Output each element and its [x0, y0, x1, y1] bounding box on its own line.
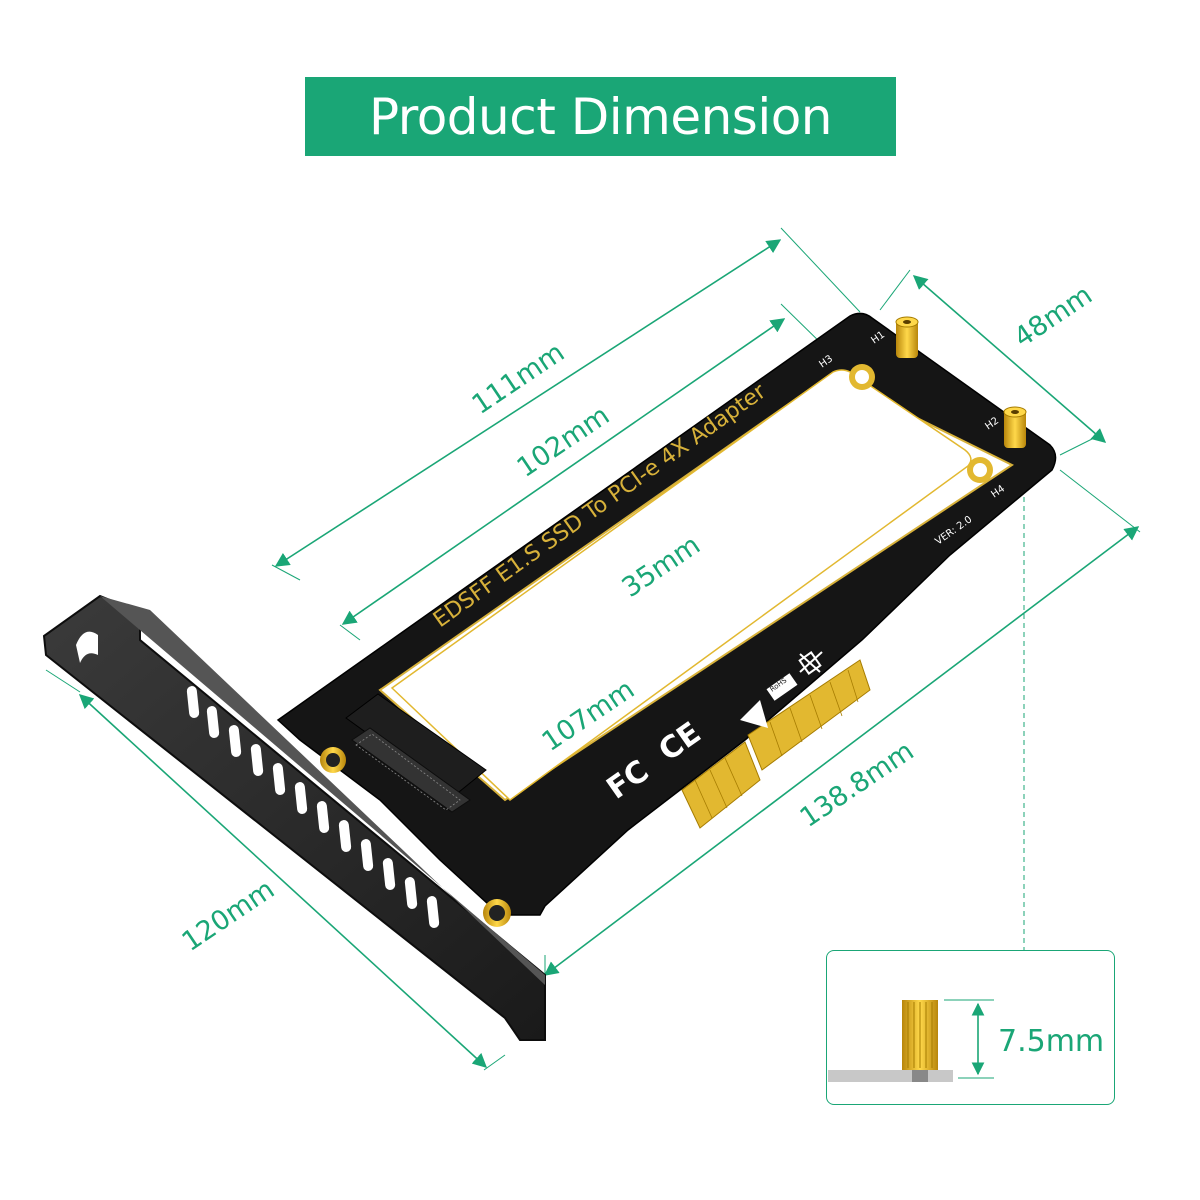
standoff-detail-drawing — [828, 999, 994, 1082]
dim-label-48mm: 48mm — [1009, 279, 1098, 353]
dim-line-120mm — [78, 694, 488, 1068]
detail-standoff-icon — [902, 1000, 938, 1082]
standoff-height-label: 7.5mm — [998, 1024, 1105, 1059]
dim-label-111mm: 111mm — [467, 337, 571, 421]
standoff-h2 — [1003, 406, 1027, 448]
hole-h4 — [967, 457, 993, 483]
mounting-screws — [320, 364, 993, 927]
dim-line-48mm — [912, 275, 1107, 443]
screw-top-left — [320, 747, 346, 773]
bracket-vents — [186, 686, 440, 928]
dim-label-138mm: 138.8mm — [795, 735, 920, 833]
pcb-board — [276, 312, 1057, 916]
dim-line-138mm — [543, 526, 1140, 976]
weee-bin-icon — [798, 651, 823, 675]
standoffs — [895, 316, 1027, 448]
hole-h3 — [849, 364, 875, 390]
gold-fingers — [681, 659, 871, 829]
title-banner: Product Dimension — [305, 77, 896, 156]
page-title: Product Dimension — [368, 87, 833, 146]
dim-label-120mm: 120mm — [177, 874, 281, 958]
screw-bottom — [483, 899, 511, 927]
standoff-h1 — [895, 316, 919, 358]
detail-board-edge — [828, 1070, 953, 1082]
edsff-connector — [345, 693, 487, 813]
esd-warning-icon — [740, 700, 768, 728]
pci-bracket — [42, 594, 546, 1041]
